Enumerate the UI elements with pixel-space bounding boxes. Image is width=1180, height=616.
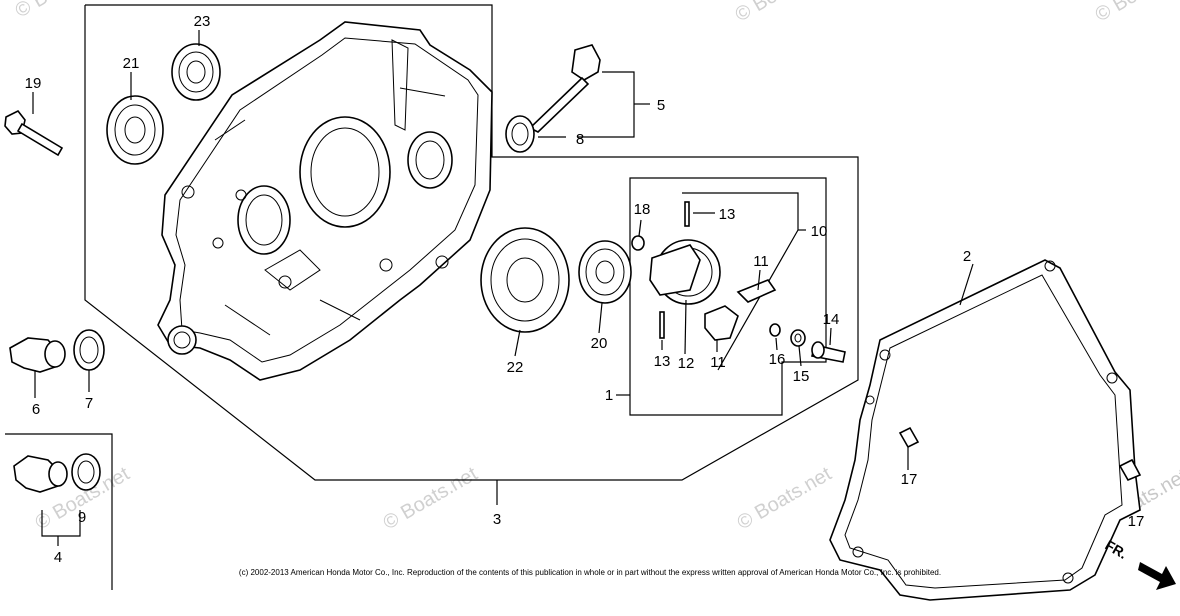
callout-9[interactable]: 9 <box>78 509 86 526</box>
callout-11[interactable]: 11 <box>753 253 769 270</box>
callout-10[interactable]: 10 <box>811 223 828 240</box>
callout-11[interactable]: 11 <box>710 354 726 371</box>
callout-15[interactable]: 15 <box>793 368 810 385</box>
crankcase-cover-outline <box>84 4 859 481</box>
bearing-22 <box>480 227 570 333</box>
callout-6[interactable]: 6 <box>32 401 40 418</box>
watermark-text: © Boats.net <box>12 0 114 22</box>
drain-plug-group-outline <box>5 433 113 590</box>
callout-8[interactable]: 8 <box>576 131 584 148</box>
callout-4[interactable]: 4 <box>54 549 62 566</box>
callout-19[interactable]: 19 <box>25 75 42 92</box>
governor-gear-12 <box>631 201 721 339</box>
gasket-2 <box>829 259 1141 601</box>
crankcase-cover <box>157 21 493 381</box>
callout-numbers: 1 2 3 4 5 6 7 8 9 10 11 11 12 13 13 14 1… <box>25 13 1145 566</box>
dowel-pin-17 <box>898 426 1142 482</box>
governor-group-outline <box>629 177 827 416</box>
callout-1[interactable]: 1 <box>605 387 613 404</box>
callout-20[interactable]: 20 <box>591 335 608 352</box>
washer-9 <box>71 453 101 491</box>
callout-17[interactable]: 17 <box>1128 513 1145 530</box>
leader-lines <box>32 30 974 470</box>
watermark-text: © Boats.net <box>732 0 834 26</box>
leader-line <box>41 510 81 537</box>
washer-7 <box>73 329 105 371</box>
watermark-text: © Boats.net <box>380 463 482 535</box>
watermark-text: © Boats.net <box>734 463 836 535</box>
bolt-19 <box>4 109 64 157</box>
callout-3[interactable]: 3 <box>493 511 501 528</box>
callout-16[interactable]: 16 <box>769 351 786 368</box>
callout-12[interactable]: 12 <box>678 355 695 372</box>
front-direction-indicator: FR. <box>1103 537 1176 590</box>
callout-21[interactable]: 21 <box>123 55 140 72</box>
leader-line <box>682 192 799 371</box>
callout-13[interactable]: 13 <box>654 353 671 370</box>
governor-shaft-14 <box>769 323 846 363</box>
callout-14[interactable]: 14 <box>823 311 840 328</box>
callout-2[interactable]: 2 <box>963 248 971 265</box>
callout-5[interactable]: 5 <box>657 97 665 114</box>
callout-22[interactable]: 22 <box>507 359 524 376</box>
callout-7[interactable]: 7 <box>85 395 93 412</box>
callout-13[interactable]: 13 <box>719 206 736 223</box>
bearing-23 <box>171 43 221 101</box>
drain-plug-6 <box>9 337 66 373</box>
bearing-21 <box>106 95 164 165</box>
copyright-notice: (c) 2002-2013 American Honda Motor Co., … <box>239 568 941 577</box>
bearing-20 <box>578 240 632 304</box>
callout-23[interactable]: 23 <box>194 13 211 30</box>
oil-dipstick-5 <box>505 44 601 153</box>
callout-17[interactable]: 17 <box>901 471 918 488</box>
oil-plug-4 <box>13 455 68 493</box>
watermark-text: © Boats.net <box>1092 0 1180 26</box>
callout-18[interactable]: 18 <box>634 201 651 218</box>
front-arrow-icon <box>1138 562 1176 590</box>
